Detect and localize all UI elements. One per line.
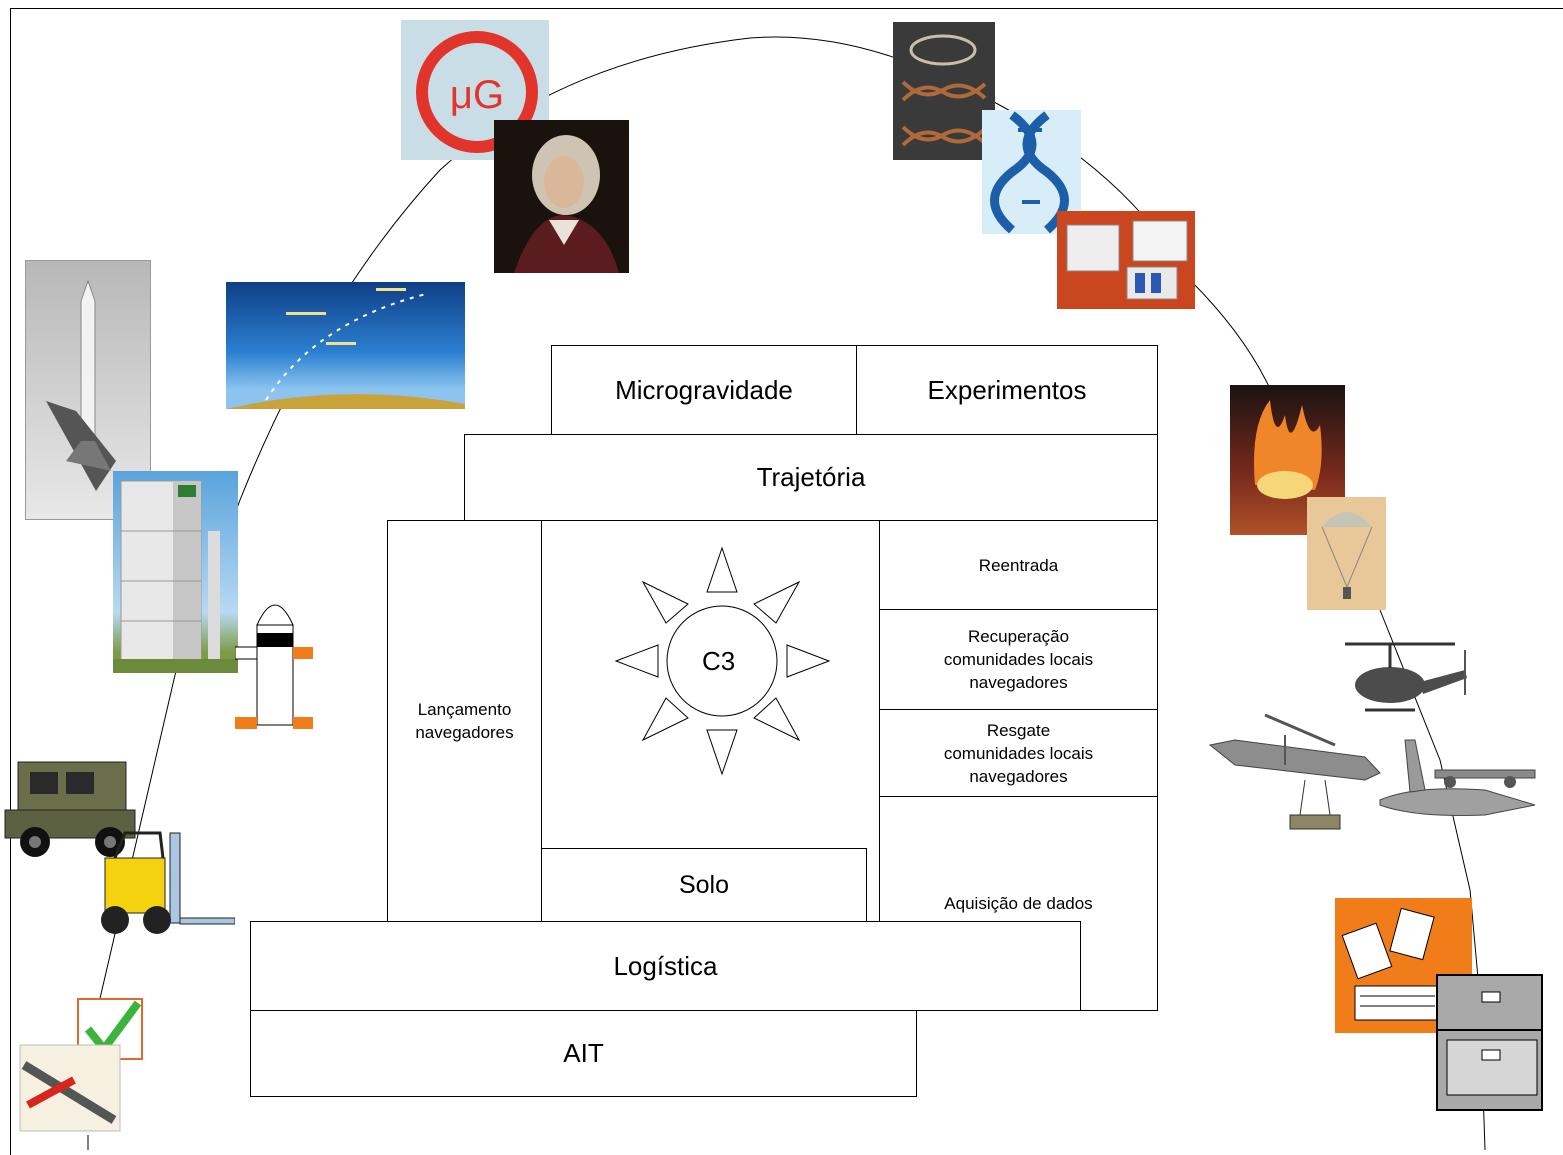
c3-sun-icon	[614, 546, 831, 776]
slide-frame	[10, 8, 1563, 1155]
trajetoria-block: Trajetória	[464, 434, 1158, 521]
recuperacao-label-2: comunidades locais	[943, 650, 1094, 669]
forklift-image	[85, 828, 235, 943]
solo-label: Solo	[678, 870, 730, 899]
resgate-label-2: comunidades locais	[943, 743, 1094, 763]
recuperacao-label-1: Recuperação	[967, 627, 1070, 646]
reentry-capsule-image	[1230, 385, 1345, 535]
launch-tower-image	[113, 471, 238, 673]
trajetoria-label: Trajetória	[756, 462, 866, 492]
helicopter-image	[1335, 630, 1480, 725]
recuperacao-label-3: navegadores	[969, 673, 1068, 692]
resgate-label-3: navegadores	[969, 766, 1068, 786]
tools-checklist-image	[14, 995, 144, 1135]
recuperacao-block: Recuperação comunidades locais navegadores	[879, 609, 1158, 710]
ait-label: AIT	[563, 1038, 604, 1068]
tiltrotor-image	[1205, 705, 1395, 840]
microgravidade-block: Microgravidade	[551, 345, 857, 435]
lancamento-block: Lançamento navegadores	[387, 520, 542, 922]
microgravity-logo-text: μG	[450, 73, 504, 117]
reentrada-block: Reentrada	[879, 520, 1158, 610]
lancamento-label-2: navegadores	[415, 723, 514, 742]
experimentos-block: Experimentos	[856, 345, 1158, 435]
ait-block: AIT	[250, 1010, 917, 1097]
experimentos-label: Experimentos	[927, 374, 1087, 405]
aquisicao-label: Aquisição de dados	[944, 894, 1093, 913]
file-cabinet-image	[1432, 970, 1547, 1115]
parachute-image	[1307, 497, 1386, 610]
microgravidade-label: Microgravidade	[615, 374, 793, 405]
microgravity-logo-image: μG	[401, 20, 549, 160]
newton-portrait-image	[494, 120, 629, 273]
rocket-drawing-image	[235, 585, 315, 735]
logistica-block: Logística	[250, 921, 1081, 1011]
trajectory-image	[226, 282, 465, 409]
logistica-label: Logística	[613, 950, 718, 981]
resgate-block: Resgate comunidades locais navegadores	[879, 709, 1158, 797]
experiment-modules-image	[1057, 211, 1195, 309]
dna-strands-image	[893, 22, 995, 160]
solo-block: Solo	[541, 848, 867, 922]
lancamento-label-1: Lançamento	[417, 700, 512, 719]
military-truck-image	[0, 750, 140, 860]
reentrada-label: Reentrada	[978, 555, 1059, 575]
cargo-plane-image	[1375, 730, 1545, 840]
resgate-label-1: Resgate	[986, 720, 1051, 740]
c3-label: C3	[702, 646, 736, 676]
